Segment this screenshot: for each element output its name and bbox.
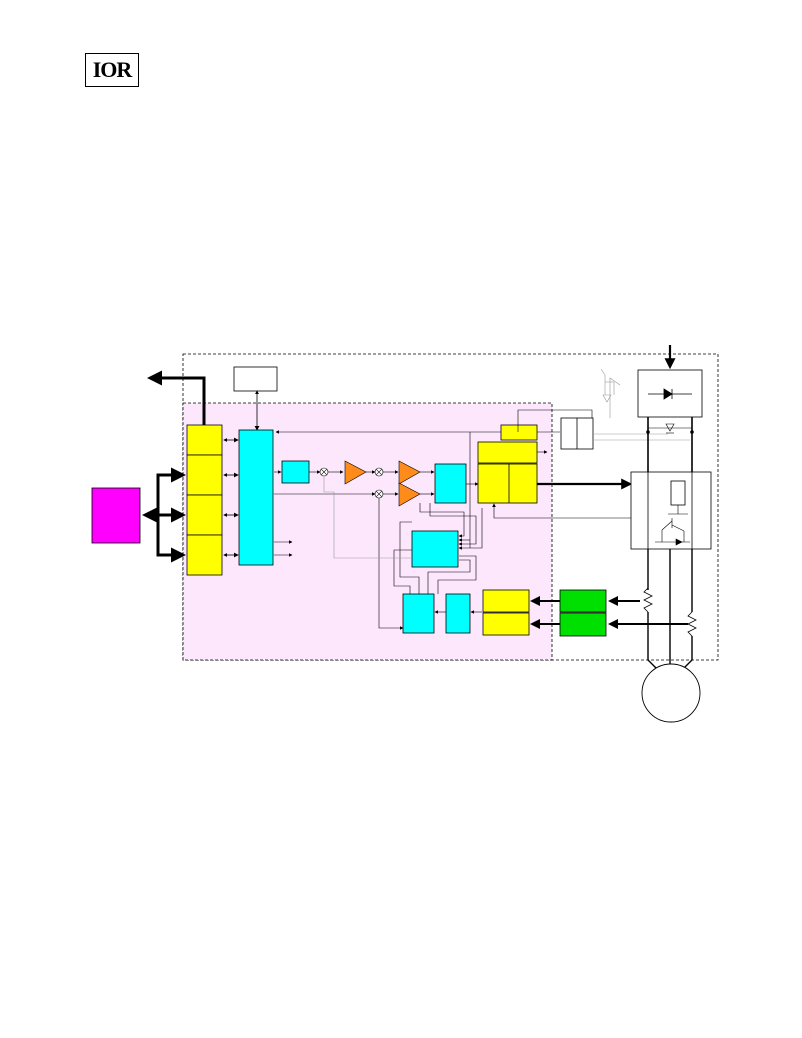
inverter-resistor-icon <box>670 480 686 506</box>
adc-block-2 <box>482 612 530 636</box>
motor-phase-wires <box>647 549 693 669</box>
current-sense-block-2 <box>559 612 607 637</box>
current-sense-block-1 <box>559 589 607 613</box>
park-transform-block <box>411 530 459 568</box>
system-boundary <box>182 353 719 661</box>
pwm-block <box>477 463 538 504</box>
dc-bus-rails <box>647 417 693 472</box>
current-sense-arrows <box>530 596 688 629</box>
pwm-protection-block <box>477 441 538 464</box>
feedback-wiring <box>378 498 483 630</box>
resistor-icon <box>643 587 697 637</box>
dc-bus-sense-block <box>500 424 538 441</box>
flux-estimator-block <box>402 593 435 634</box>
motor-icon <box>641 663 701 723</box>
summing-junction-icon <box>319 467 384 499</box>
ir-logo-text: IOR <box>92 57 133 82</box>
speed-regulator-amp <box>344 460 367 485</box>
host-bus <box>142 467 186 563</box>
inverse-park-block <box>434 463 467 504</box>
interface-links <box>223 437 239 558</box>
current-regulator-amp-d <box>398 460 421 485</box>
current-regulator-amp-q <box>398 482 421 507</box>
interface-stack <box>186 424 223 576</box>
ramp-block <box>281 460 310 484</box>
adc-block-1 <box>482 589 530 613</box>
memory-block <box>233 366 278 392</box>
dc-bus-sense-components <box>646 423 694 434</box>
diode-icon <box>648 388 692 400</box>
host-block <box>91 487 141 544</box>
ground-icon <box>600 368 615 403</box>
motion-controller-block <box>238 429 274 566</box>
transistor-icon <box>655 505 690 546</box>
clarke-transform-block <box>445 593 471 634</box>
ir-logo: IOR <box>85 53 139 87</box>
host-output-arrow <box>147 370 206 426</box>
